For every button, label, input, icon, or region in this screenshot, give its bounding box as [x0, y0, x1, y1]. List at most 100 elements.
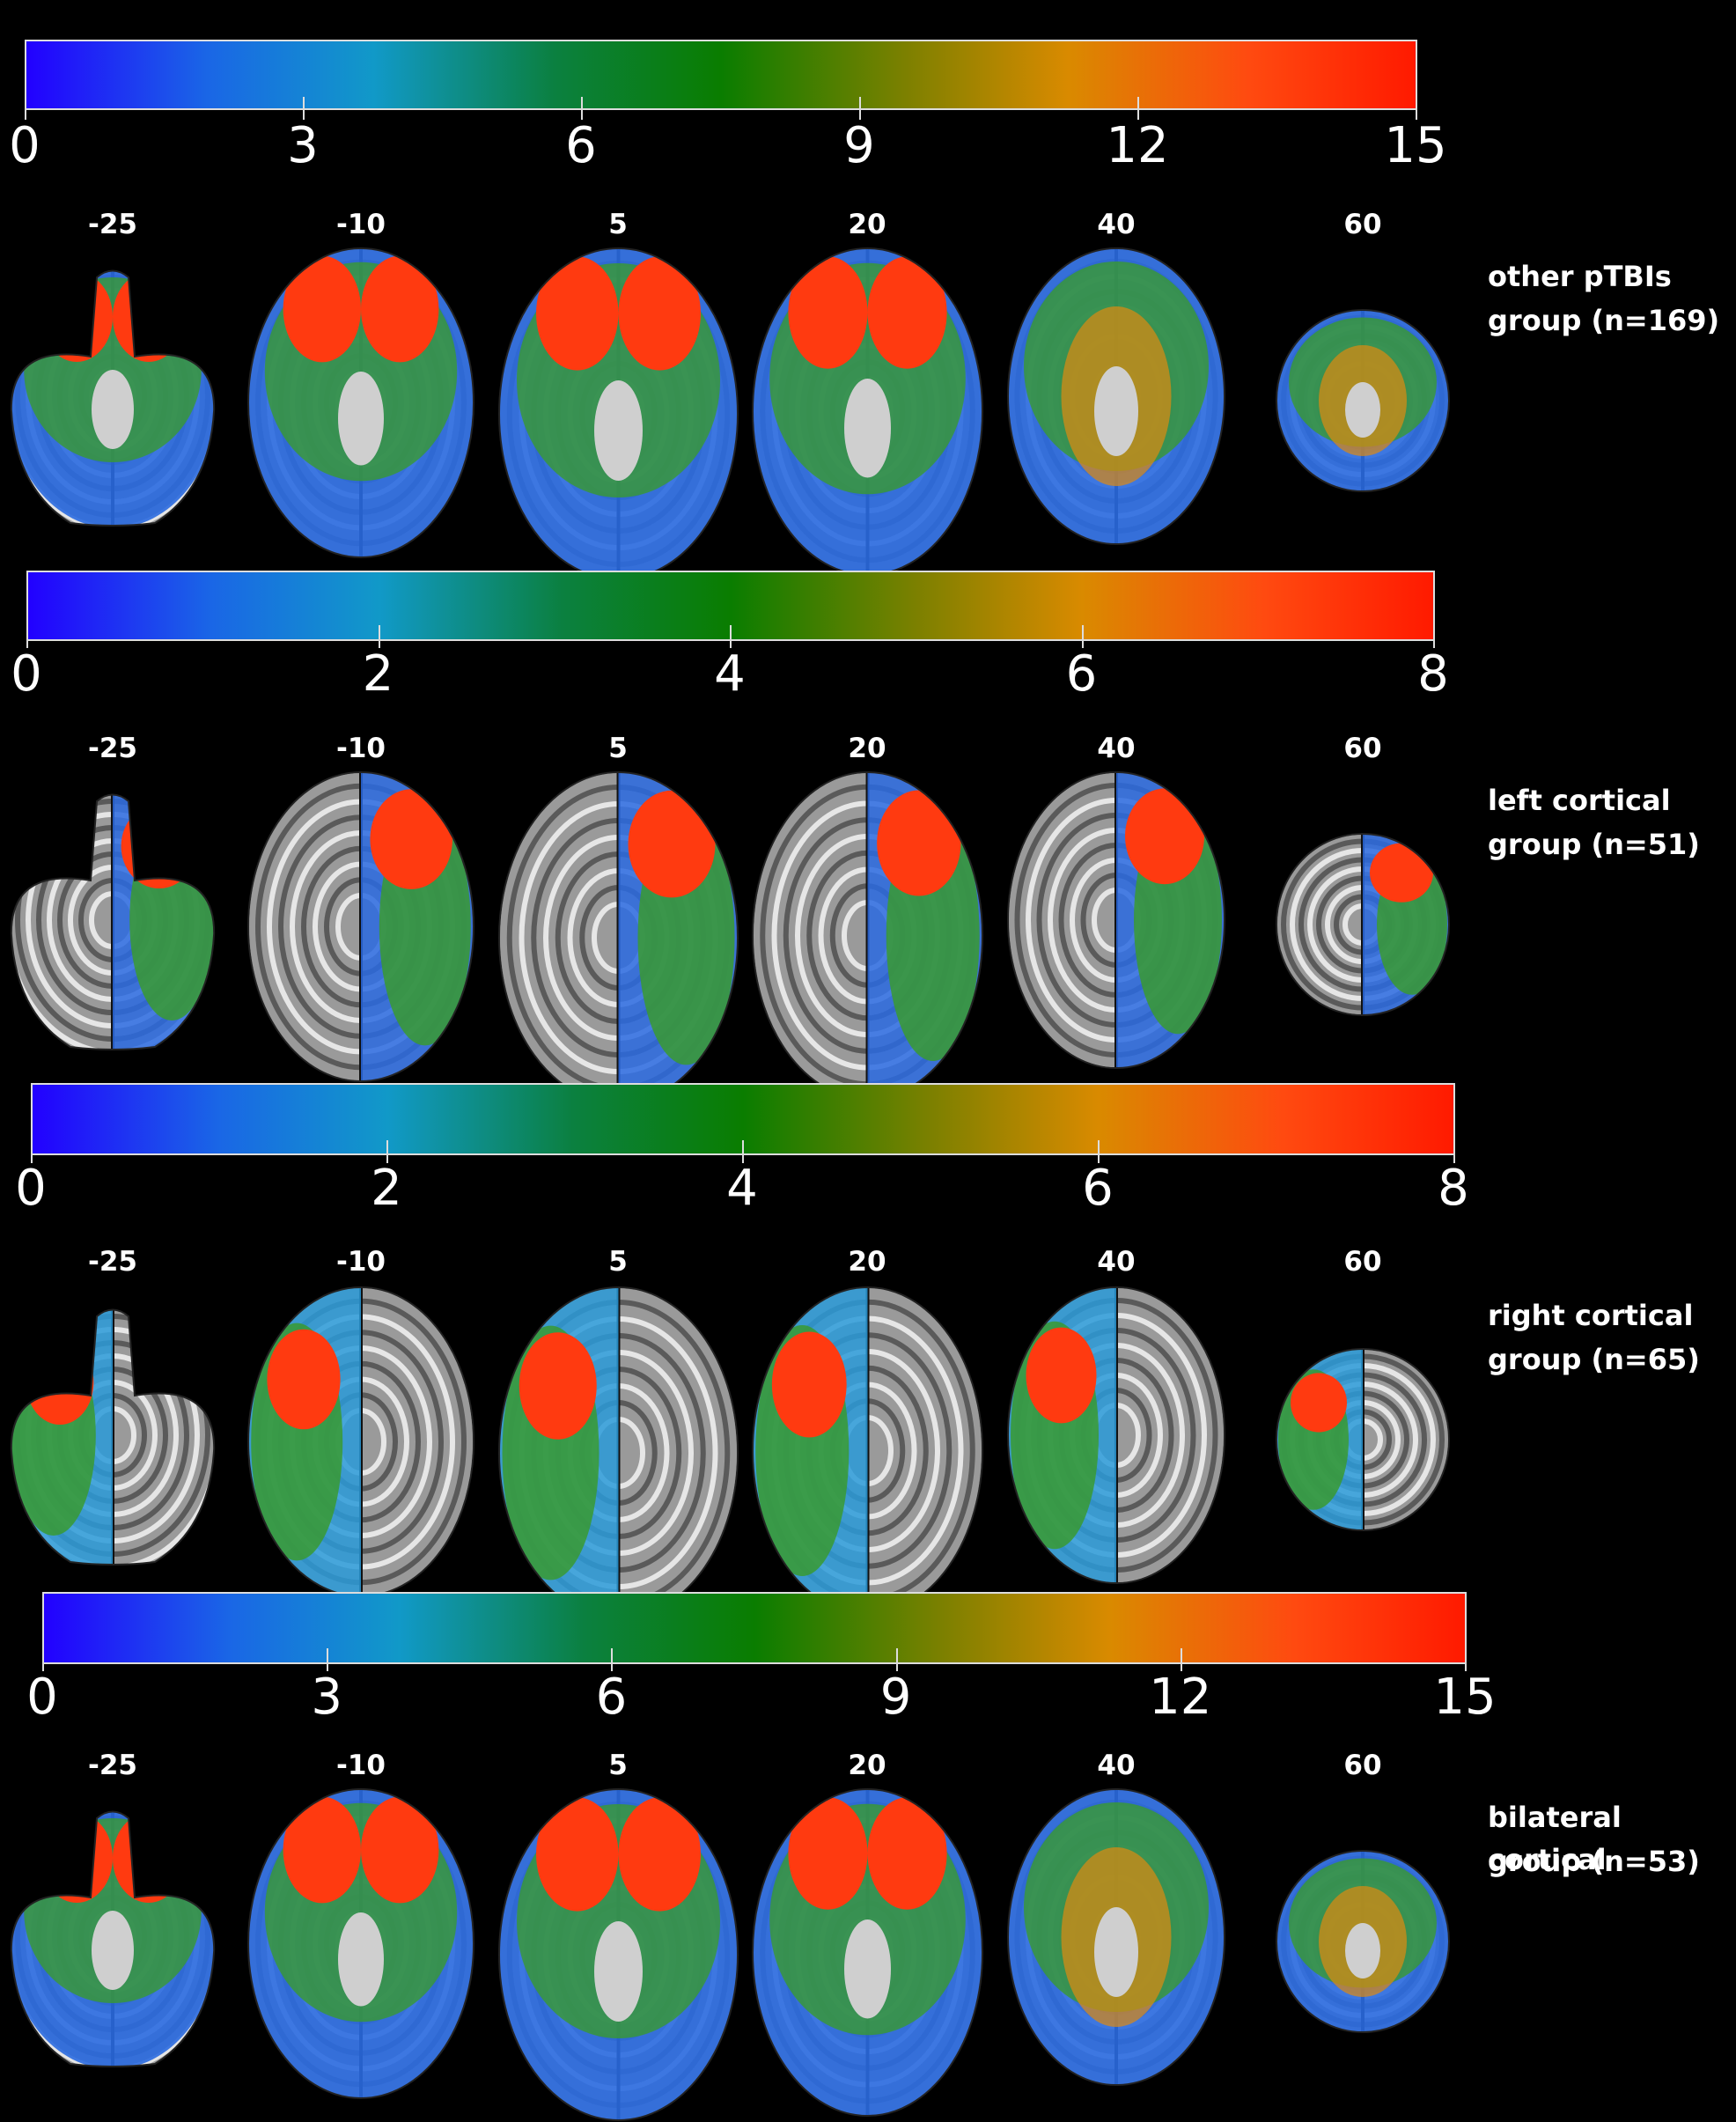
colorbar-tick-label: 15: [1433, 1669, 1497, 1726]
colorbar-tick: [42, 1648, 44, 1671]
colorbar-tick: [1098, 1140, 1100, 1163]
colorbar-tick-label: 8: [1417, 645, 1449, 703]
brain-axial-slice: [10, 1810, 216, 2067]
colorbar-tick-label: 4: [726, 1160, 758, 1217]
slice-z-label: 60: [1343, 1246, 1382, 1278]
brain-axial-slice: [751, 1788, 983, 2117]
slice-z-label: 20: [848, 209, 886, 240]
colorbar-tick-label: 6: [565, 117, 597, 174]
group-label-line2: group (n=53): [1488, 1845, 1700, 1878]
colorbar-tick-label: 3: [287, 117, 319, 174]
colorbar-tick: [1416, 97, 1417, 120]
colorbar-tick: [611, 1648, 614, 1671]
colorbar: [42, 1592, 1467, 1664]
group-label-line1: other pTBIs: [1488, 260, 1672, 293]
colorbar-tick-label: 9: [879, 1669, 912, 1726]
colorbar-tick: [303, 97, 305, 120]
colorbar-tick: [742, 1140, 744, 1163]
brain-axial-slice: [1007, 1286, 1225, 1584]
slice-z-label: -25: [87, 733, 138, 764]
brain-axial-slice: [247, 1788, 474, 2099]
slice-z-label: -10: [335, 733, 386, 764]
brain-axial-slice: [751, 771, 983, 1100]
slice-z-label: -10: [335, 1246, 386, 1278]
slice-z-label: -25: [87, 1246, 138, 1278]
slice-z-label: -25: [87, 1750, 138, 1781]
colorbar-tick: [581, 97, 583, 120]
colorbar-tick-label: 8: [1438, 1160, 1469, 1217]
slice-z-label: 40: [1097, 1750, 1136, 1781]
slice-z-label: 5: [608, 209, 628, 240]
brain-axial-slice: [751, 247, 983, 576]
colorbar-tick: [26, 625, 28, 648]
colorbar-tick: [378, 625, 380, 648]
brain-axial-slice: [1276, 1348, 1450, 1531]
group-label-line2: group (n=65): [1488, 1343, 1700, 1376]
brain-axial-slice: [10, 793, 216, 1050]
brain-axial-slice: [497, 1788, 739, 2121]
colorbar-tick: [859, 97, 861, 120]
slice-z-label: 5: [608, 1246, 628, 1278]
brain-axial-slice: [1276, 1850, 1450, 2033]
slice-z-label: 20: [848, 1246, 886, 1278]
brain-axial-slice: [1276, 833, 1450, 1016]
colorbar-tick-label: 0: [26, 1669, 58, 1726]
brain-axial-slice: [247, 771, 474, 1082]
colorbar-tick-label: 3: [311, 1669, 343, 1726]
slice-z-label: 20: [848, 1750, 886, 1781]
group-label-line1: left cortical: [1488, 784, 1671, 817]
brain-axial-slice: [1007, 1788, 1225, 2086]
colorbar-tick-label: 6: [595, 1669, 628, 1726]
brain-axial-slice: [751, 1286, 983, 1615]
colorbar-tick: [895, 1648, 898, 1671]
colorbar-tick-label: 0: [15, 1160, 47, 1217]
colorbar: [25, 40, 1417, 110]
colorbar-tick-label: 6: [1065, 645, 1098, 703]
group-label-line1: bilateral cortical: [1488, 1801, 1622, 1876]
colorbar-tick: [1433, 625, 1435, 648]
colorbar-tick-label: 2: [362, 645, 394, 703]
colorbar-tick-label: 2: [371, 1160, 402, 1217]
group-label-line2: group (n=169): [1488, 304, 1720, 337]
colorbar-tick-label: 0: [11, 645, 42, 703]
slice-z-label: 40: [1097, 209, 1136, 240]
colorbar-tick: [1465, 1648, 1467, 1671]
colorbar-tick: [25, 97, 26, 120]
brain-axial-slice: [10, 269, 216, 527]
slice-z-label: 40: [1097, 733, 1136, 764]
brain-axial-slice: [497, 771, 739, 1104]
colorbar-tick: [327, 1648, 329, 1671]
brain-axial-slice: [1007, 771, 1225, 1069]
colorbar-tick: [31, 1140, 33, 1163]
colorbar-tick-label: 9: [843, 117, 875, 174]
colorbar-tick-label: 12: [1106, 117, 1169, 174]
slice-z-label: -25: [87, 209, 138, 240]
slice-z-label: 60: [1343, 209, 1382, 240]
brain-axial-slice: [247, 247, 474, 558]
colorbar-tick: [1180, 1648, 1182, 1671]
colorbar-tick-label: 12: [1149, 1669, 1212, 1726]
brain-axial-slice: [247, 1286, 474, 1597]
brain-axial-slice: [1007, 247, 1225, 545]
brain-axial-slice: [10, 1308, 216, 1566]
brain-axial-slice: [497, 247, 739, 580]
colorbar-tick: [730, 625, 732, 648]
colorbar-tick: [386, 1140, 388, 1163]
colorbar-tick-label: 15: [1384, 117, 1447, 174]
colorbar-tick-label: 6: [1082, 1160, 1114, 1217]
colorbar-tick-label: 0: [9, 117, 40, 174]
colorbar-tick: [1137, 97, 1139, 120]
slice-z-label: 60: [1343, 733, 1382, 764]
figure-root: { "colorbar_colors": ["#2200ff", "#1a66e…: [9, 40, 1720, 2121]
colorbar-tick: [1453, 1140, 1455, 1163]
slice-z-label: 40: [1097, 1246, 1136, 1278]
group-label-line1: right cortical: [1488, 1299, 1694, 1332]
slice-z-label: 60: [1343, 1750, 1382, 1781]
colorbar-tick: [1081, 625, 1084, 648]
brain-axial-slice: [1276, 309, 1450, 492]
brain-axial-slice: [497, 1286, 739, 1619]
slice-z-label: -10: [335, 1750, 386, 1781]
colorbar-tick-label: 4: [714, 645, 746, 703]
slice-z-label: 20: [848, 733, 886, 764]
slice-z-label: 5: [608, 1750, 628, 1781]
